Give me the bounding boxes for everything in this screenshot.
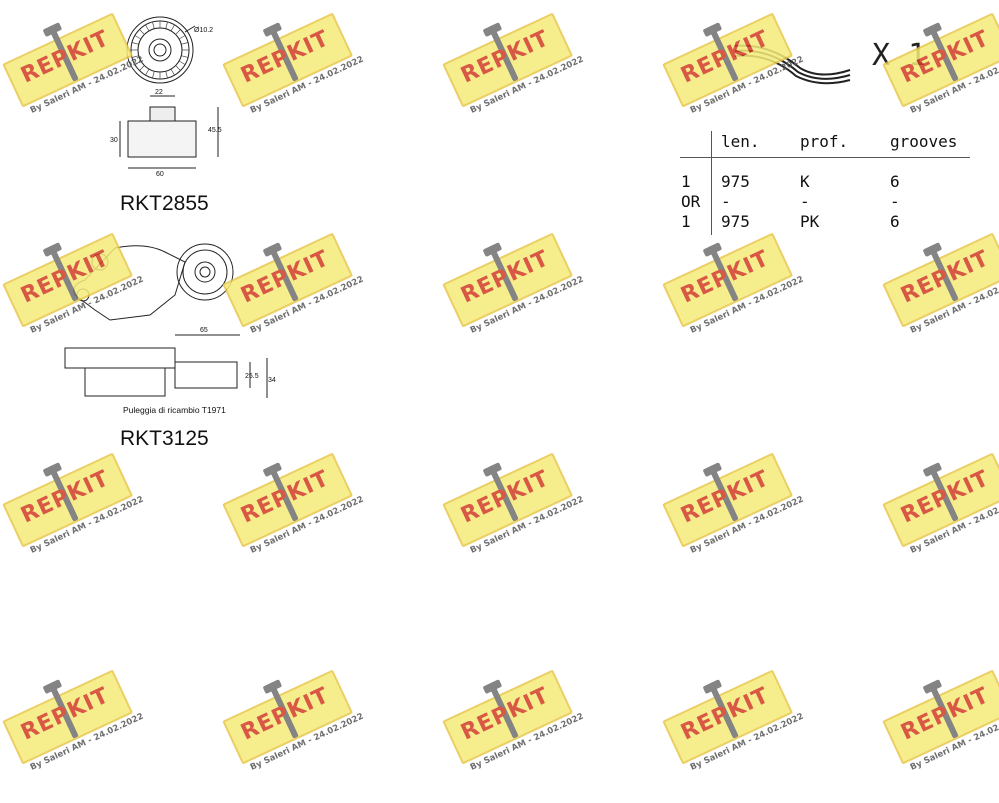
header-len: len. <box>721 132 760 151</box>
table-row-2-len: - <box>721 192 731 211</box>
table-row-1-len: 975 <box>721 172 750 191</box>
dim-left: 30 <box>110 137 118 144</box>
dim-right-b: 34 <box>268 377 276 384</box>
dim-diameter: Ø10.2 <box>194 27 213 34</box>
table-row-3-qty: 1 <box>681 212 691 231</box>
table-divider-horizontal <box>680 157 970 158</box>
table-row-2-qty: OR <box>681 192 701 211</box>
table-row-2-prof: - <box>800 192 810 211</box>
header-prof: prof. <box>800 132 849 151</box>
table-row-1-qty: 1 <box>681 172 691 191</box>
table-divider-vertical <box>711 131 712 235</box>
dim-right: 45.5 <box>208 127 222 134</box>
part-code-rkt3125: RKT3125 <box>120 427 209 450</box>
dim-right-a: 25.5 <box>245 373 259 380</box>
header-grooves: grooves <box>890 132 958 151</box>
table-row-3-grooves: 6 <box>890 212 900 231</box>
pulley-drawing-rkt2855: Ø10.2 22 30 45.5 60 <box>110 16 222 178</box>
table-row-1-prof: K <box>800 172 810 191</box>
drawing-caption: Puleggia di ricambio T1971 <box>123 405 226 415</box>
dim-bottom: 60 <box>156 171 164 178</box>
table-row-2-grooves: - <box>890 192 900 211</box>
dim-top: 22 <box>155 89 163 96</box>
part-code-rkt2855: RKT2855 <box>120 192 209 215</box>
table-row-1-grooves: 6 <box>890 172 900 191</box>
table-row-3-len: 975 <box>721 212 750 231</box>
table-row-3-prof: PK <box>800 212 820 231</box>
dim-top: 65 <box>200 327 208 334</box>
